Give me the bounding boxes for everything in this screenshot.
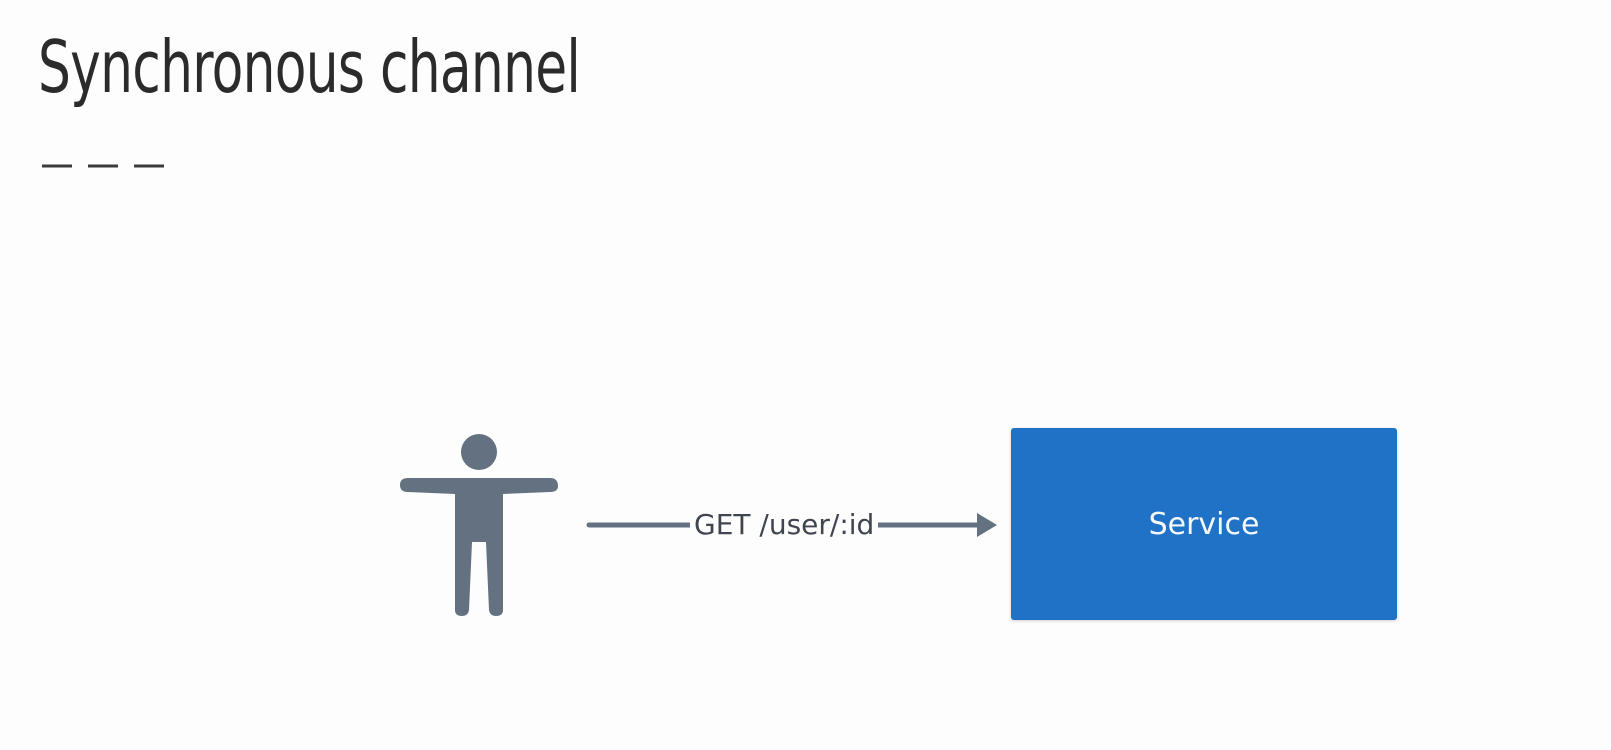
title-divider <box>42 164 164 168</box>
person-icon <box>400 434 558 616</box>
request-label: GET /user/:id <box>690 505 879 545</box>
service-box: Service <box>1011 428 1397 620</box>
slide-title: Synchronous channel <box>38 25 581 109</box>
service-label: Service <box>1148 506 1260 542</box>
